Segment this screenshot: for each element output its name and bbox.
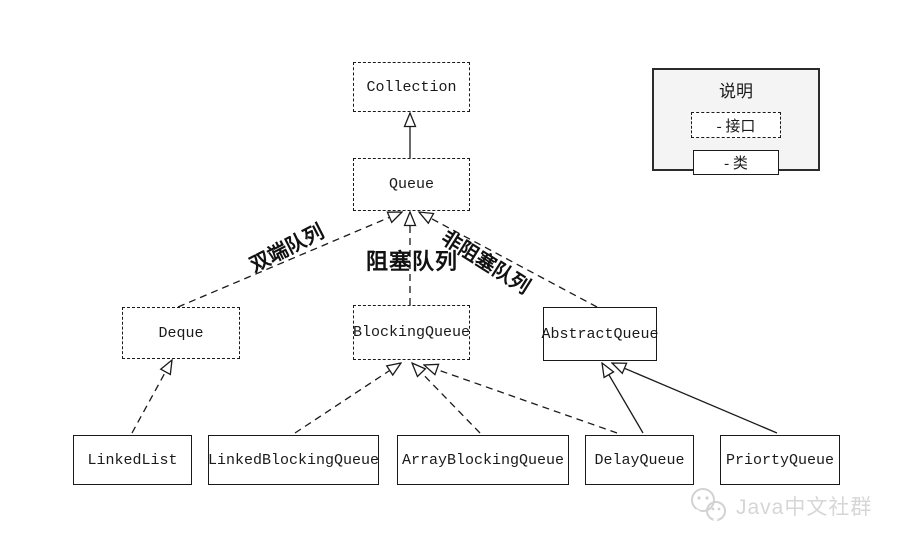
node-abstractqueue: AbstractQueue (541, 307, 659, 361)
watermark: Java中文社群 (688, 487, 872, 525)
edge-arrayblockingqueue-implements-blockingqueue (412, 363, 481, 434)
node-deque: Deque (122, 307, 240, 359)
edge-linkedlist-implements-deque (131, 360, 172, 434)
edge-abstractqueue-implements-queue (419, 212, 598, 308)
legend-class-label: - 类 (724, 156, 748, 172)
edge-delayqueue-implements-blockingqueue (424, 365, 618, 434)
legend-interface-sample: - 接口 (691, 112, 781, 138)
node-linkedlist: LinkedList (73, 435, 192, 485)
node-delayqueue: DelayQueue (585, 435, 694, 485)
node-linkedblockingqueue: LinkedBlockingQueue (208, 435, 379, 485)
node-abstractqueue-label: AbstractQueue (541, 325, 659, 343)
edge-linkedblockingqueue-implements-blockingqueue (294, 363, 401, 434)
node-arrayblockingqueue-label: ArrayBlockingQueue (401, 451, 565, 469)
edge-deque-extends-queue (177, 212, 402, 308)
node-delayqueue-label: DelayQueue (594, 451, 685, 469)
legend-interface-label: - 接口 (716, 118, 756, 135)
edge-label-blocking-branch: 阻塞队列 (366, 249, 459, 274)
node-linkedlist-label: LinkedList (87, 451, 178, 469)
node-queue: Queue (353, 158, 470, 211)
edge-delayqueue-extends-abstractqueue (602, 363, 644, 434)
node-blockingqueue-label: BlockingQueue (352, 324, 471, 341)
wechat-logo-icon (691, 488, 726, 523)
node-priortyqueue: PriortyQueue (720, 435, 840, 485)
legend-title: 说明 (719, 82, 753, 101)
node-queue-label: Queue (388, 176, 434, 193)
node-deque-label: Deque (158, 324, 204, 342)
legend-class-sample: - 类 (693, 150, 779, 175)
node-linkedblockingqueue-label: LinkedBlockingQueue (207, 451, 380, 469)
node-priortyqueue-label: PriortyQueue (725, 451, 835, 469)
node-arrayblockingqueue: ArrayBlockingQueue (397, 435, 569, 485)
node-collection: Collection (353, 62, 470, 112)
node-blockingqueue: BlockingQueue (353, 305, 470, 360)
watermark-text: Java中文社群 (736, 496, 873, 519)
node-collection-label: Collection (366, 78, 457, 96)
edge-priortyqueue-extends-abstractqueue (612, 363, 778, 434)
legend: 说明 - 接口 - 类 (652, 68, 820, 175)
